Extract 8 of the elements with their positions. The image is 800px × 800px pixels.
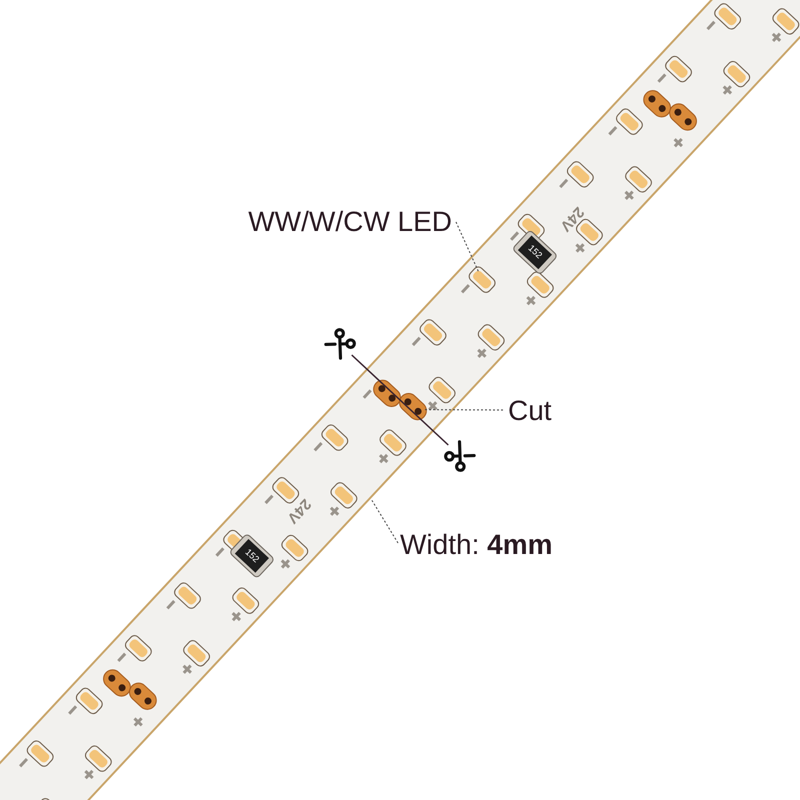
leader-line <box>370 498 398 544</box>
resistor-marking: 152 <box>243 547 260 564</box>
resistor-marking: 152 <box>526 244 544 261</box>
leader-line <box>456 222 479 272</box>
callout-label: Width: 4mm <box>400 527 600 562</box>
callout-label: WW/W/CW LED <box>240 204 452 239</box>
callout-label: Cut <box>508 393 568 428</box>
leader-line <box>424 409 504 410</box>
